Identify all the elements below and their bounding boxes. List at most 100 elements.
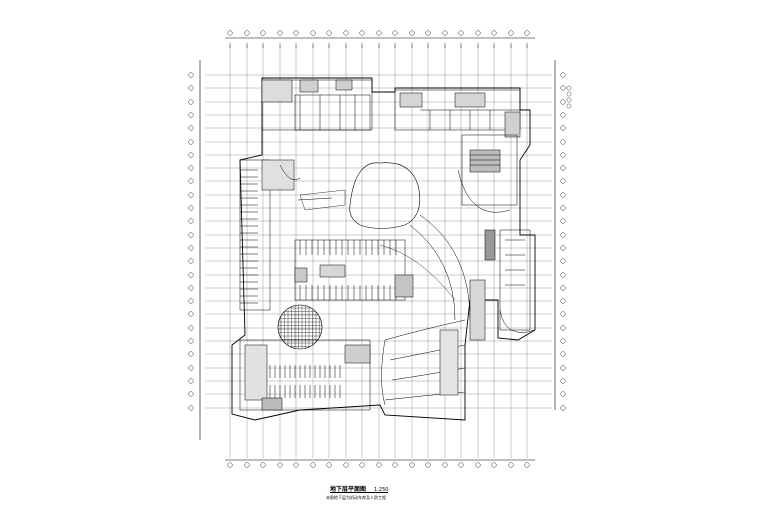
- grid-bubble: [188, 258, 194, 264]
- grid-axis-bottom: [227, 462, 530, 468]
- grid-bubble: [560, 285, 566, 291]
- caption-scale: 1:250: [374, 487, 389, 493]
- grid-bubble: [293, 30, 299, 36]
- grid-bubble: [188, 311, 194, 317]
- grid-bubble: [188, 338, 194, 344]
- grid-bubble: [425, 462, 431, 468]
- grid-bubble: [310, 462, 316, 468]
- central-void: [297, 162, 471, 321]
- grid-bubble: [560, 152, 566, 158]
- circular-hatched-area: [277, 304, 323, 350]
- grid-bubble: [326, 30, 332, 36]
- grid-bubble: [560, 192, 566, 198]
- grid-bubble: [508, 30, 514, 36]
- grid-bubble: [560, 391, 566, 397]
- grid-bubble: [244, 30, 250, 36]
- grid-bubble: [560, 112, 566, 118]
- grid-bubble: [425, 30, 431, 36]
- caption-underline: [330, 492, 388, 493]
- grid-bubble: [188, 85, 194, 91]
- grid-bubble: [188, 285, 194, 291]
- grid-bubble: [491, 462, 497, 468]
- fan-ramp: [381, 319, 466, 406]
- grid-bubble: [566, 91, 572, 97]
- grid-bubble: [475, 30, 481, 36]
- grid-bubble: [560, 139, 566, 145]
- block-south-west: [239, 339, 371, 411]
- grid-bubble: [188, 298, 194, 304]
- block-north-east: [394, 89, 521, 138]
- grid-bubble: [560, 178, 566, 184]
- grid-bubble: [188, 165, 194, 171]
- grid-bubble: [343, 30, 349, 36]
- grid-bubble: [560, 232, 566, 238]
- grid-bubble: [458, 462, 464, 468]
- grid-axis-left: [188, 72, 194, 411]
- grid-bubble: [458, 30, 464, 36]
- grid-bubble: [566, 85, 572, 91]
- grid-bubble: [188, 99, 194, 105]
- grid-bubble: [188, 232, 194, 238]
- grid-bubble: [560, 72, 566, 78]
- grid-bubble: [560, 365, 566, 371]
- grid-bubble: [560, 338, 566, 344]
- grid-bubble: [566, 103, 572, 109]
- grid-bubble: [560, 85, 566, 91]
- grid-bubble: [560, 325, 566, 331]
- grid-bubble: [508, 462, 514, 468]
- block-north-west: [261, 79, 373, 131]
- grid-bubble: [560, 378, 566, 384]
- grid-bubble: [188, 365, 194, 371]
- grid-axis-top: [227, 30, 530, 48]
- grid-bubble: [188, 139, 194, 145]
- block-east: [457, 134, 536, 333]
- frame-lines: [199, 37, 556, 461]
- grid-bubble: [260, 462, 266, 468]
- grid-bubble: [277, 462, 283, 468]
- grid-bubble: [409, 30, 415, 36]
- grid-bubble: [442, 462, 448, 468]
- grid-bubble: [277, 30, 283, 36]
- grid-bubble: [227, 462, 233, 468]
- grid-bubble: [560, 272, 566, 278]
- grid-bubble: [560, 258, 566, 264]
- grid-bubble: [376, 462, 382, 468]
- grid-bubble: [188, 112, 194, 118]
- grid-bubble: [260, 30, 266, 36]
- grid-bubble: [475, 462, 481, 468]
- grid-bubble: [376, 30, 382, 36]
- caption-title: 地下层平面图: [330, 486, 367, 493]
- caption-note: 本图地下层为机动车库及人防工程: [326, 495, 386, 500]
- grid-bubble: [560, 218, 566, 224]
- grid-bubble: [227, 30, 233, 36]
- grid-bubble: [560, 351, 566, 357]
- grid-bubble: [244, 462, 250, 468]
- grid-bubble: [359, 30, 365, 36]
- grid-bubble: [524, 462, 530, 468]
- grid-bubble: [560, 125, 566, 131]
- grid-axis-right: [560, 72, 572, 411]
- grid-bubble: [188, 378, 194, 384]
- block-central-parking: [294, 229, 496, 341]
- grid-bubble: [392, 30, 398, 36]
- grid-bubble: [188, 405, 194, 411]
- grid-bubble: [326, 462, 332, 468]
- grid-bubble: [409, 462, 415, 468]
- grid-bubble: [560, 405, 566, 411]
- grid-bubble: [188, 205, 194, 211]
- drawing-caption: 地下层平面图 1:250: [330, 484, 388, 493]
- grid-bubble: [343, 462, 349, 468]
- grid-bubble: [188, 245, 194, 251]
- grid-bubble: [491, 30, 497, 36]
- grid-bubble: [188, 351, 194, 357]
- grid-bubble: [566, 97, 572, 103]
- grid-bubble: [560, 99, 566, 105]
- grid-bubble: [188, 325, 194, 331]
- grid-bubble: [560, 311, 566, 317]
- grid-bubble: [188, 125, 194, 131]
- grid-bubble: [359, 462, 365, 468]
- grid-bubble: [560, 245, 566, 251]
- grid-bubble: [188, 192, 194, 198]
- grid-bubble: [310, 30, 316, 36]
